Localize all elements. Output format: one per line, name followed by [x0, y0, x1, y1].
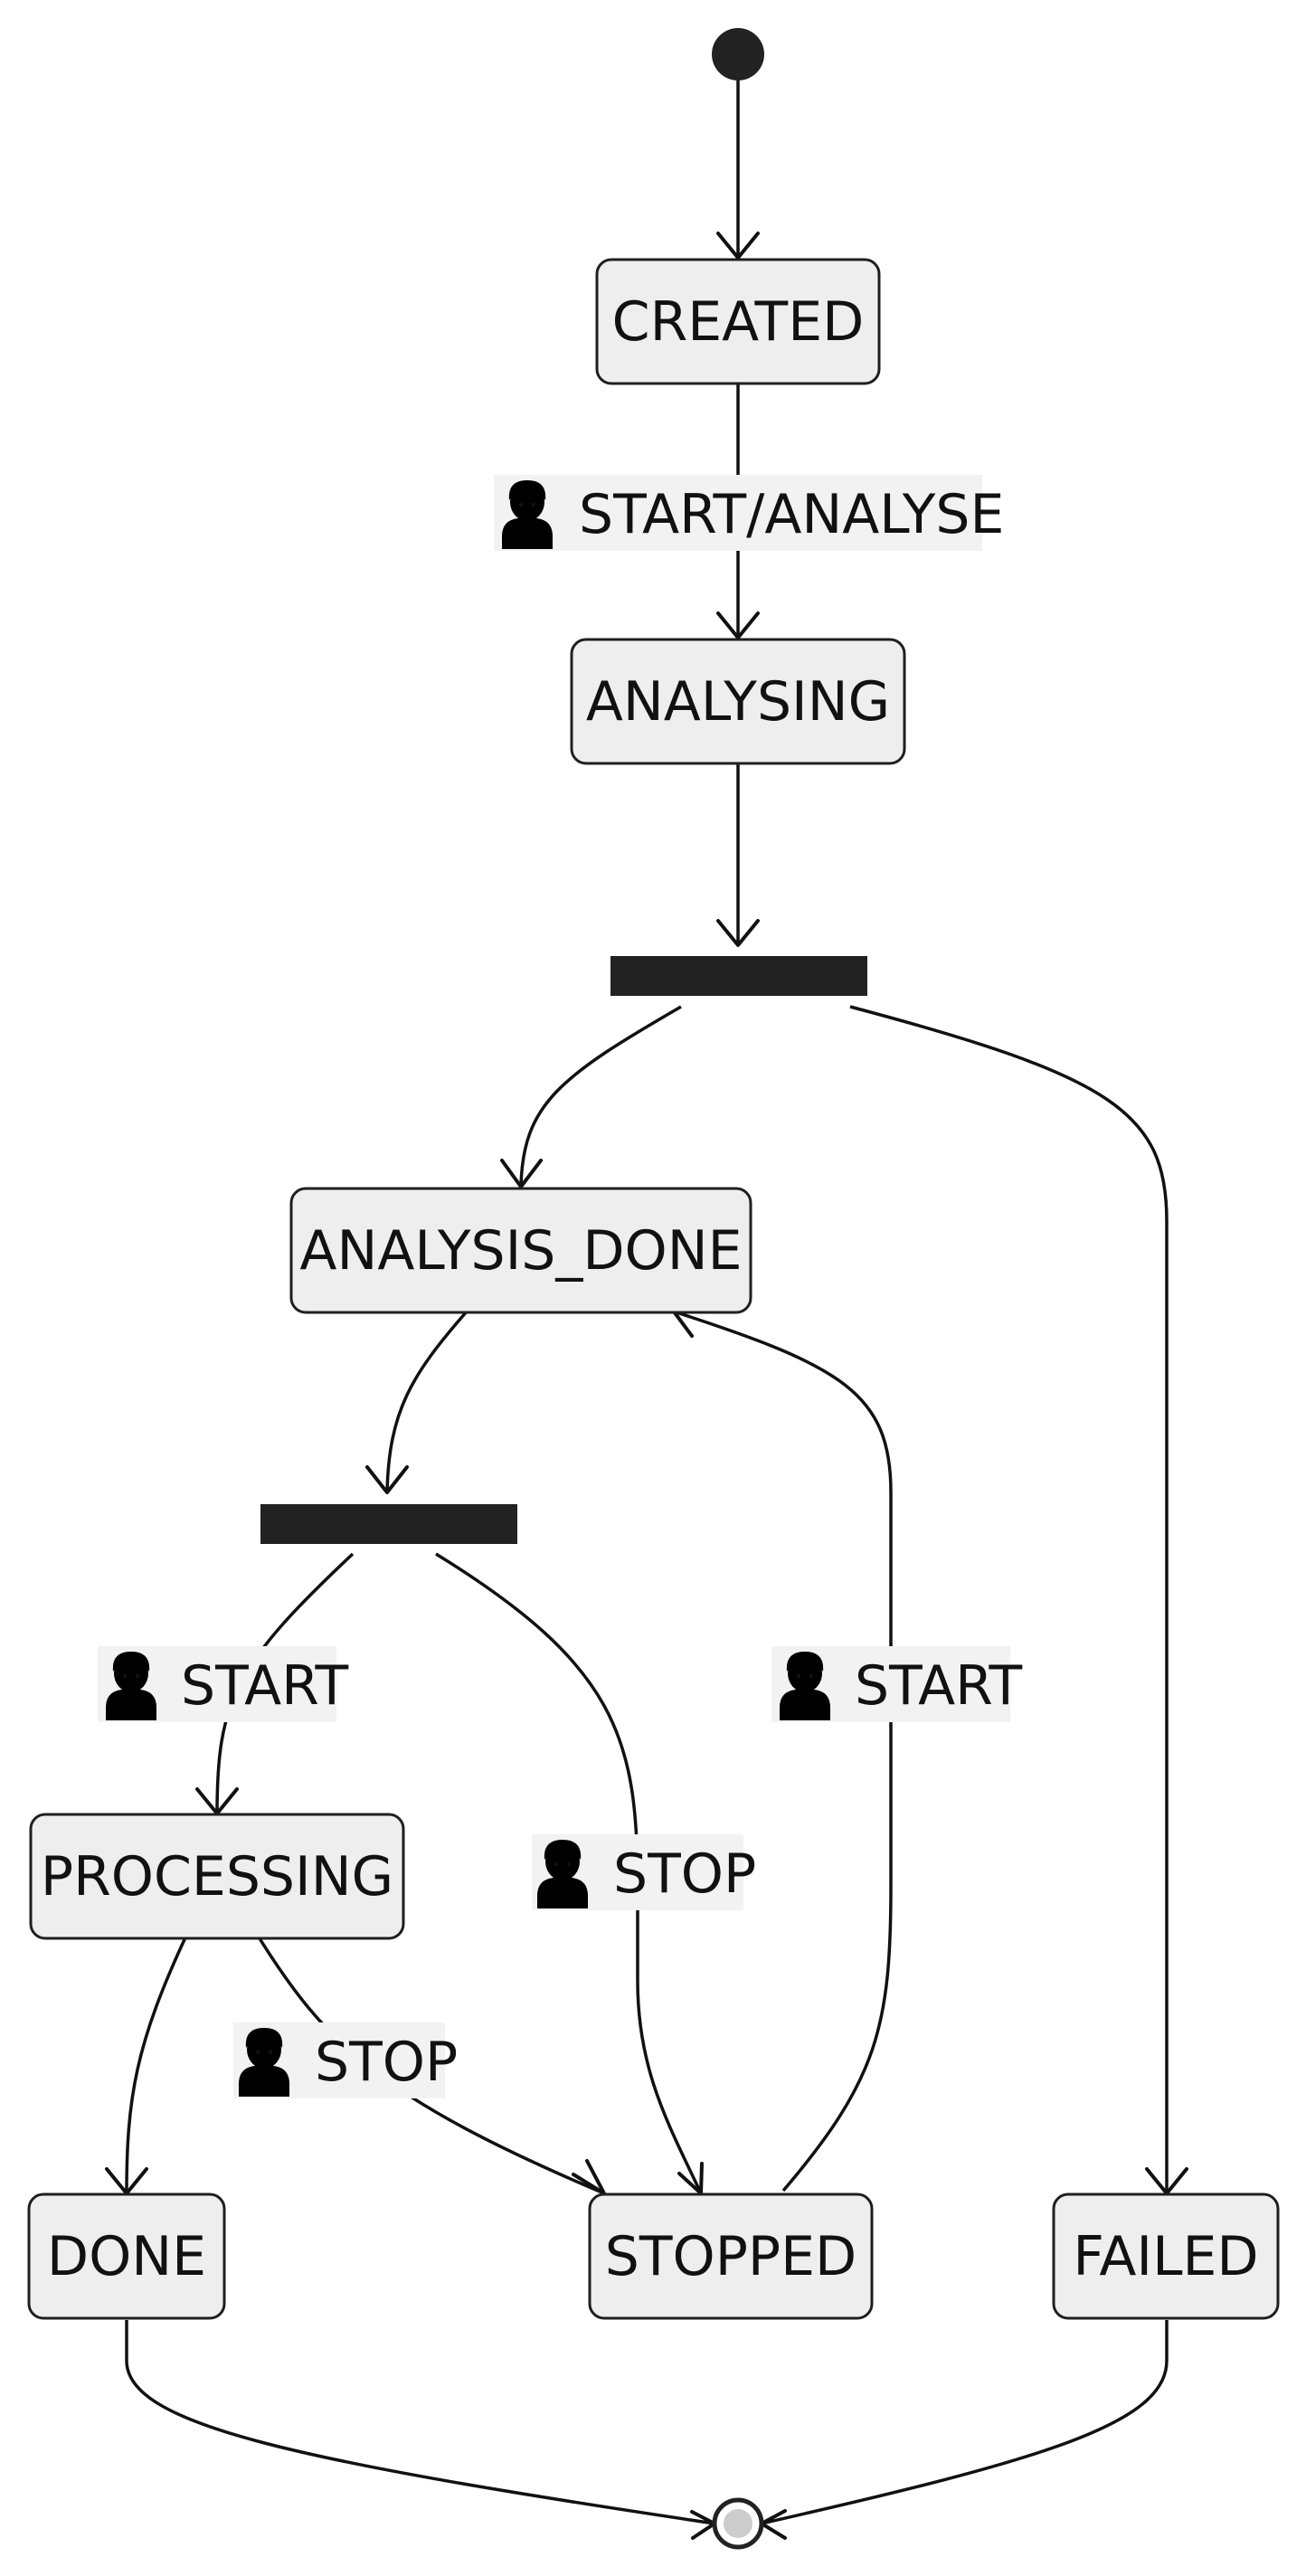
edge-fork-to-analysis-done — [500, 1005, 682, 1189]
label-stop-processing-text: STOP — [315, 2031, 458, 2094]
state-stopped-label: STOPPED — [605, 2225, 856, 2288]
final-state — [712, 2497, 764, 2550]
state-analysing-label: ANALYSING — [586, 670, 890, 734]
state-stopped: STOPPED — [588, 2192, 874, 2320]
fork-bar-2 — [260, 1504, 517, 1544]
initial-state — [712, 28, 764, 80]
edge-analysis-done-to-fork2 — [365, 1310, 468, 1494]
state-processing: PROCESSING — [29, 1813, 405, 1940]
label-stop-processing: STOP — [233, 2022, 458, 2098]
edge-stopped-to-analysis-done — [672, 1303, 893, 2192]
state-analysis-done-label: ANALYSIS_DONE — [299, 1219, 742, 1283]
state-created-label: CREATED — [612, 290, 865, 354]
label-start-processing: START — [98, 1646, 348, 1722]
state-done: DONE — [27, 2192, 226, 2320]
edge-fork-to-failed — [849, 1005, 1188, 2195]
label-start-analyse-text: START/ANALYSE — [579, 483, 1004, 546]
state-processing-label: PROCESSING — [41, 1845, 393, 1908]
label-start-processing-text: START — [181, 1654, 348, 1718]
label-start-analyse: START/ANALYSE — [494, 475, 1004, 551]
label-stop-fork: STOP — [532, 1834, 756, 1910]
edge-failed-to-final — [760, 2320, 1169, 2540]
edge-processing-to-done — [105, 1935, 188, 2195]
edge-done-to-final — [125, 2320, 716, 2540]
fork-bar-1 — [610, 956, 867, 996]
label-start-resume: START — [771, 1646, 1022, 1722]
state-failed: FAILED — [1052, 2192, 1280, 2320]
label-start-resume-text: START — [855, 1654, 1022, 1718]
label-stop-fork-text: STOP — [613, 1842, 756, 1906]
edge-analysing-to-fork — [716, 764, 760, 947]
state-analysis-done: ANALYSIS_DONE — [289, 1187, 752, 1314]
state-failed-label: FAILED — [1073, 2225, 1258, 2288]
state-done-label: DONE — [47, 2225, 206, 2288]
state-analysing: ANALYSING — [570, 638, 906, 765]
state-created: CREATED — [595, 258, 881, 385]
edge-initial-to-created — [716, 80, 760, 260]
